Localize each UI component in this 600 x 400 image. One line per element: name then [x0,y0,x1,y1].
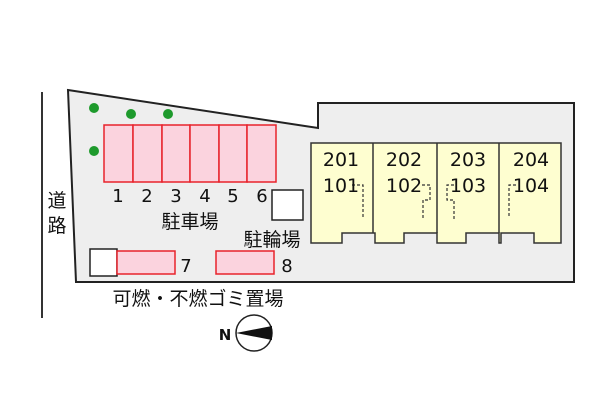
unit-lower-number: 103 [450,175,486,197]
tree-icon [89,146,99,156]
stair-line [508,184,516,217]
unit-upper-number: 202 [386,149,422,171]
parking-number-7: 7 [180,256,191,277]
tree-icon [89,103,99,113]
parking-space-1 [103,124,134,183]
parking-space-6 [246,124,277,183]
unit-lower-number: 102 [386,175,422,197]
unit-lower-number: 101 [323,175,359,197]
unit-upper-number: 201 [323,149,359,171]
road-label-1: 道 [47,190,66,212]
parking-space-8 [215,250,275,275]
parking-label: 駐車場 [161,211,218,233]
unit-upper-number: 204 [513,149,549,171]
parking-number-1: 1 [112,186,123,207]
unit-lower-number: 104 [513,175,549,197]
parking-number-4: 4 [199,186,210,207]
parking-number-2: 2 [141,186,152,207]
stair-line [352,184,364,217]
bicycle-parking-box [271,189,304,221]
tree-icon [163,109,173,119]
road-label-2: 路 [47,215,66,237]
parking-number-8: 8 [281,256,292,277]
stair-line [422,184,431,220]
bicycle-parking-label: 駐輪場 [243,229,300,251]
stair-line [446,184,455,220]
parking-number-5: 5 [227,186,238,207]
parking-space-2 [132,124,163,183]
north-compass-icon: N [219,314,273,352]
parking-space-7 [116,250,176,275]
parking-number-3: 3 [170,186,181,207]
compass-label: N [219,326,232,344]
garbage-box [89,248,118,277]
parking-space-3 [161,124,191,183]
unit-upper-number: 203 [450,149,486,171]
garbage-area-label: 可燃・不燃ゴミ置場 [112,288,283,310]
parking-number-6: 6 [256,186,267,207]
tree-icon [126,109,136,119]
parking-space-5 [218,124,248,183]
parking-space-4 [189,124,220,183]
